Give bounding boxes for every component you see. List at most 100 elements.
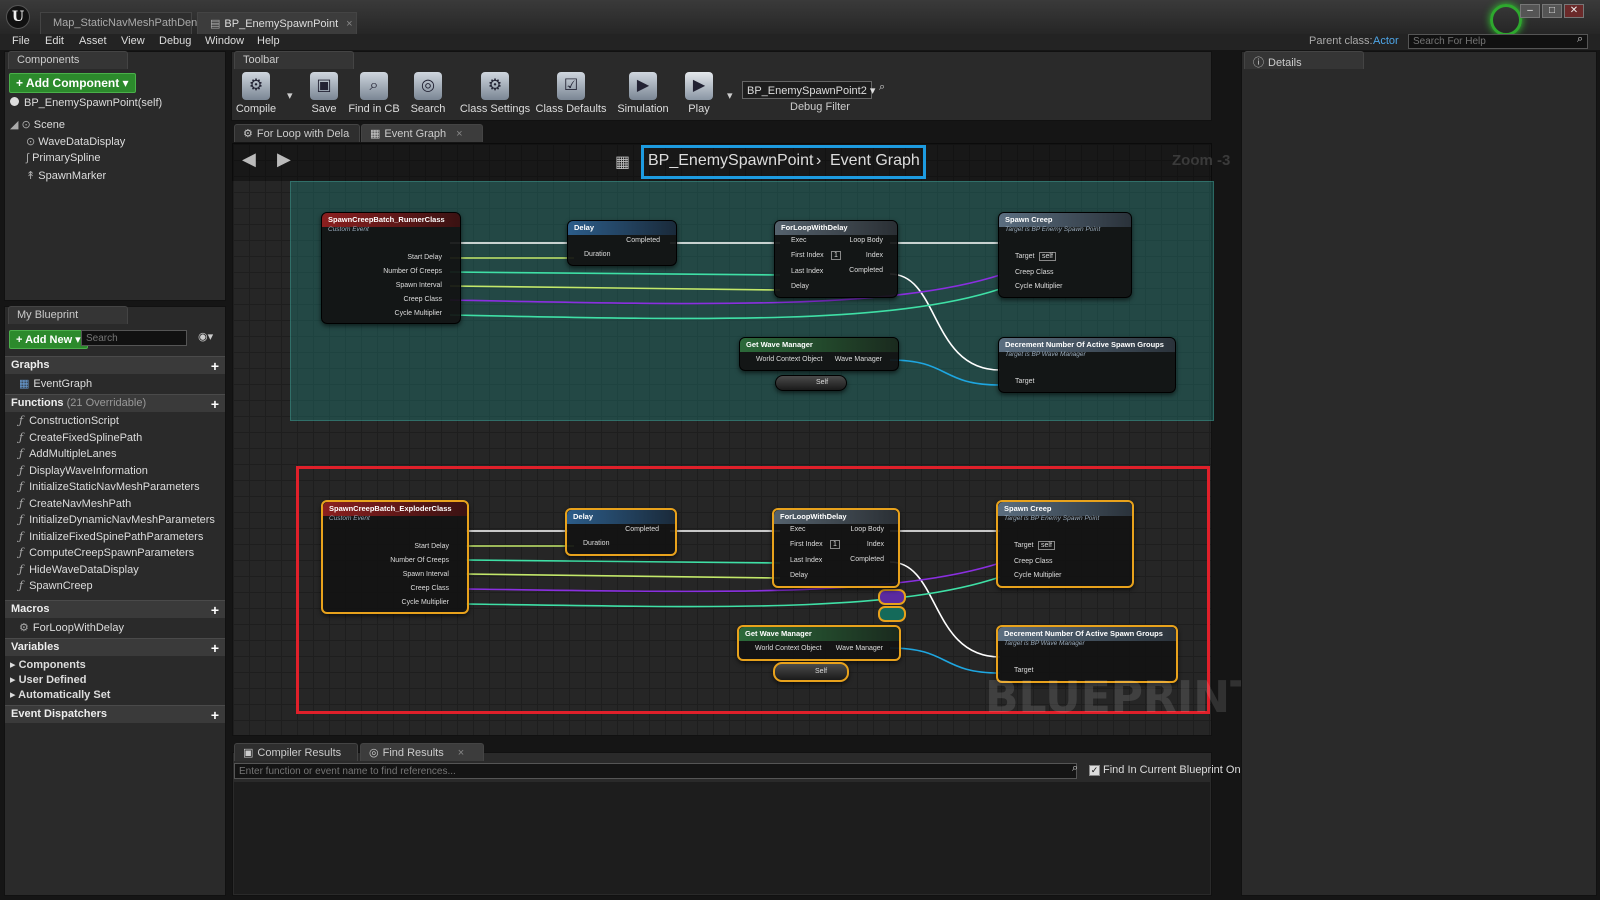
pin-creep-class[interactable]: Creep Class xyxy=(1014,558,1053,565)
pin-wave-manager[interactable]: Wave Manager xyxy=(835,645,883,652)
first-index-value[interactable]: 1 xyxy=(830,540,840,549)
add-new-button[interactable]: + Add New ▾ xyxy=(9,330,88,349)
decrement-spawn-groups-node[interactable]: Decrement Number Of Active Spawn Groups … xyxy=(996,625,1178,683)
component-wave-data-display[interactable]: ⊙ WaveDataDisplay xyxy=(26,135,125,151)
breadcrumb-graph[interactable]: Event Graph xyxy=(830,152,920,169)
doc-tab-blueprint[interactable]: ▤BP_EnemySpawnPoint× xyxy=(197,12,357,34)
spawn-creep-node[interactable]: Spawn Creep Target is BP Enemy Spawn Poi… xyxy=(998,212,1132,298)
graphs-section[interactable]: Graphs+ xyxy=(5,356,225,374)
pin-index[interactable]: Index xyxy=(865,252,883,259)
components-tab[interactable]: Components xyxy=(8,51,128,69)
self-node[interactable]: Self xyxy=(773,662,849,682)
simulation-button[interactable]: ▶Simulation xyxy=(612,70,674,118)
delay-node[interactable]: Delay Duration Completed xyxy=(565,508,677,556)
eye-icon[interactable]: ◉▾ xyxy=(198,331,214,343)
pin-completed[interactable]: Completed xyxy=(849,267,883,274)
debug-filter-select[interactable]: BP_EnemySpawnPoint2 ▾ xyxy=(742,81,875,99)
back-arrow-icon[interactable]: ◀ xyxy=(242,149,256,169)
search-button[interactable]: ◎Search xyxy=(398,70,458,118)
class-defaults-button[interactable]: ☑Class Defaults xyxy=(535,70,607,118)
pin-creep-class[interactable]: Creep Class xyxy=(403,296,442,303)
minimize-button[interactable]: – xyxy=(1520,4,1540,18)
component-spawn-marker[interactable]: ↟ SpawnMarker xyxy=(26,169,106,185)
pin-target[interactable]: Target xyxy=(1014,542,1034,549)
pin-delay[interactable]: Delay xyxy=(790,572,808,579)
close-icon[interactable]: × xyxy=(346,18,353,30)
pin-index[interactable]: Index xyxy=(866,541,884,548)
add-macro-icon[interactable]: + xyxy=(210,602,219,618)
menu-edit[interactable]: Edit xyxy=(45,35,64,47)
menu-asset[interactable]: Asset xyxy=(79,35,107,47)
find-in-current-checkbox[interactable]: ✓ xyxy=(1089,765,1100,776)
custom-event-node-runner[interactable]: SpawnCreepBatch_RunnerClass Custom Event… xyxy=(321,212,461,324)
pin-completed[interactable]: Completed xyxy=(625,526,659,533)
tab-find-results[interactable]: ◎Find Results× xyxy=(360,743,484,761)
menu-debug[interactable]: Debug xyxy=(159,35,192,47)
pin-completed[interactable]: Completed xyxy=(850,556,884,563)
find-references-input[interactable] xyxy=(234,763,1077,779)
for-loop-with-delay-node[interactable]: ForLoopWithDelay Exec First Index 1 Last… xyxy=(774,220,898,298)
component-self[interactable]: BP_EnemySpawnPoint(self) xyxy=(10,97,162,113)
pin-exec[interactable]: Exec xyxy=(790,526,806,533)
pin-cycle-multiplier[interactable]: Cycle Multiplier xyxy=(1015,283,1063,290)
first-index-value[interactable]: 1 xyxy=(831,251,841,260)
pin-first-index[interactable]: First Index xyxy=(790,541,823,548)
decrement-spawn-groups-node[interactable]: Decrement Number Of Active Spawn Groups … xyxy=(998,337,1176,393)
toolbar-tab[interactable]: Toolbar xyxy=(234,51,354,69)
component-scene[interactable]: ◢ ⊙ Scene xyxy=(10,118,65,134)
spawn-creep-node[interactable]: Spawn Creep Target is BP Enemy Spawn Poi… xyxy=(996,500,1134,588)
close-icon[interactable]: × xyxy=(457,747,465,759)
pin-start-delay[interactable]: Start Delay xyxy=(414,543,449,550)
pin-world-context-object[interactable]: World Context Object xyxy=(755,645,822,652)
tab-compiler-results[interactable]: ▣Compiler Results xyxy=(234,743,358,761)
pin-duration[interactable]: Duration xyxy=(584,251,611,258)
pin-creep-class[interactable]: Creep Class xyxy=(1015,269,1054,276)
get-wave-manager-node[interactable]: Get Wave Manager World Context Object Wa… xyxy=(737,625,901,661)
add-component-button[interactable]: + Add Component ▾ xyxy=(9,73,136,93)
pin-spawn-interval[interactable]: Spawn Interval xyxy=(395,282,442,289)
close-window-button[interactable]: ✕ xyxy=(1564,4,1584,18)
functions-section[interactable]: Functions (21 Overridable)+ xyxy=(5,394,225,412)
component-primary-spline[interactable]: ∫ PrimarySpline xyxy=(26,152,101,168)
pin-delay[interactable]: Delay xyxy=(791,283,809,290)
pin-start-delay[interactable]: Start Delay xyxy=(407,254,442,261)
my-blueprint-tab[interactable]: My Blueprint xyxy=(8,306,128,324)
pin-creep-class[interactable]: Creep Class xyxy=(410,585,449,592)
pin-target[interactable]: Target xyxy=(1015,253,1035,260)
pin-cycle-multiplier[interactable]: Cycle Multiplier xyxy=(1014,572,1062,579)
variables-section[interactable]: Variables+ xyxy=(5,638,225,656)
pin-number-of-creeps[interactable]: Number Of Creeps xyxy=(390,557,449,564)
pin-duration[interactable]: Duration xyxy=(583,540,610,547)
add-dispatcher-icon[interactable]: + xyxy=(210,707,219,723)
close-icon[interactable]: × xyxy=(456,128,463,140)
pin-number-of-creeps[interactable]: Number Of Creeps xyxy=(383,268,442,275)
pin-loop-body[interactable]: Loop Body xyxy=(849,237,883,244)
compile-dropdown-icon[interactable]: ▾ xyxy=(287,90,293,102)
play-button[interactable]: ▶Play xyxy=(669,70,729,118)
for-loop-with-delay-node[interactable]: ForLoopWithDelay Exec First Index 1 Last… xyxy=(772,508,900,588)
pin-cycle-multiplier[interactable]: Cycle Multiplier xyxy=(401,599,449,606)
variable-group-user-defined[interactable]: ▸ User Defined xyxy=(10,674,87,686)
variable-group-automatic[interactable]: ▸ Automatically Set xyxy=(10,689,111,701)
reroute-node[interactable] xyxy=(878,606,906,622)
delay-node[interactable]: Delay Duration Completed xyxy=(567,220,677,266)
custom-event-node-exploder[interactable]: SpawnCreepBatch_ExploderClass Custom Eve… xyxy=(321,500,469,614)
search-icon[interactable]: ⌕ xyxy=(1072,762,1079,774)
pin-spawn-interval[interactable]: Spawn Interval xyxy=(402,571,449,578)
pin-first-index[interactable]: First Index xyxy=(791,252,824,259)
add-function-icon[interactable]: + xyxy=(210,396,219,412)
pin-wave-manager[interactable]: Wave Manager xyxy=(834,356,882,363)
add-variable-icon[interactable]: + xyxy=(210,640,219,656)
add-graph-icon[interactable]: + xyxy=(210,358,219,374)
tab-event-graph[interactable]: ▦Event Graph× xyxy=(361,124,483,142)
breadcrumb-blueprint[interactable]: BP_EnemySpawnPoint xyxy=(648,152,814,169)
graph-item-eventgraph[interactable]: ▦EventGraph xyxy=(5,377,92,394)
